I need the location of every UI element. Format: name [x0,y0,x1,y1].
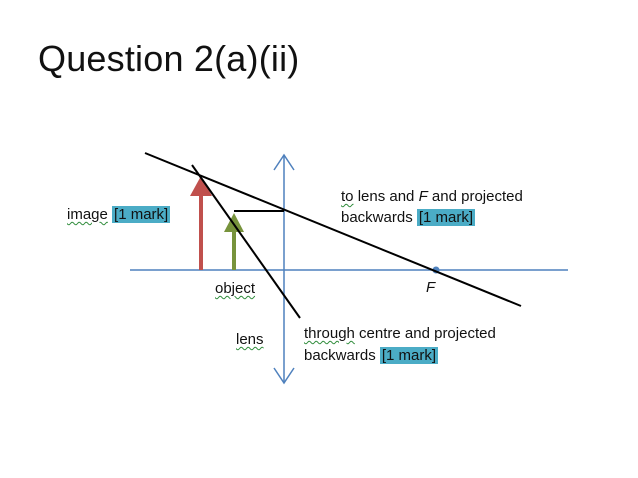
annotation-word-centre: centre and projected [359,325,496,342]
ray-through-centre [191,164,301,319]
annotation-word-backwards-2: backwards [304,347,376,364]
focal-point-label: F [426,279,436,296]
annotation-word-lens-and: lens and [357,188,415,205]
lens-label: lens [236,330,264,350]
annotation-bottom-mark-badge: [1 mark] [379,347,439,364]
lens-symbol [273,153,295,385]
annotation-to-lens-line1: to lens and F and projected [341,187,523,207]
annotation-word-to: to [341,188,354,205]
image-arrow [190,176,212,270]
image-label: image [1 mark] [67,205,171,225]
annotation-top-mark-badge: [1 mark] [416,209,476,226]
object-label-text: object [215,280,256,297]
annotation-word-through: through [304,325,355,342]
image-label-text: image [67,206,108,223]
annotation-word-backwards: backwards [341,209,413,226]
object-label: object [215,279,255,299]
annotation-word-f: F [418,188,428,205]
lens-label-text: lens [236,331,264,348]
annotation-to-lens-line2: backwards [1 mark] [341,208,476,228]
image-mark-badge: [1 mark] [112,206,171,223]
annotation-through-centre-line2: backwards [1 mark] [304,346,439,366]
annotation-word-projected: and projected [431,188,523,205]
slide-title: Question 2(a)(ii) [38,38,300,79]
annotation-through-centre-line1: through centre and projected [304,324,496,344]
ray-through-focus [144,152,522,307]
object-arrow [224,213,244,270]
